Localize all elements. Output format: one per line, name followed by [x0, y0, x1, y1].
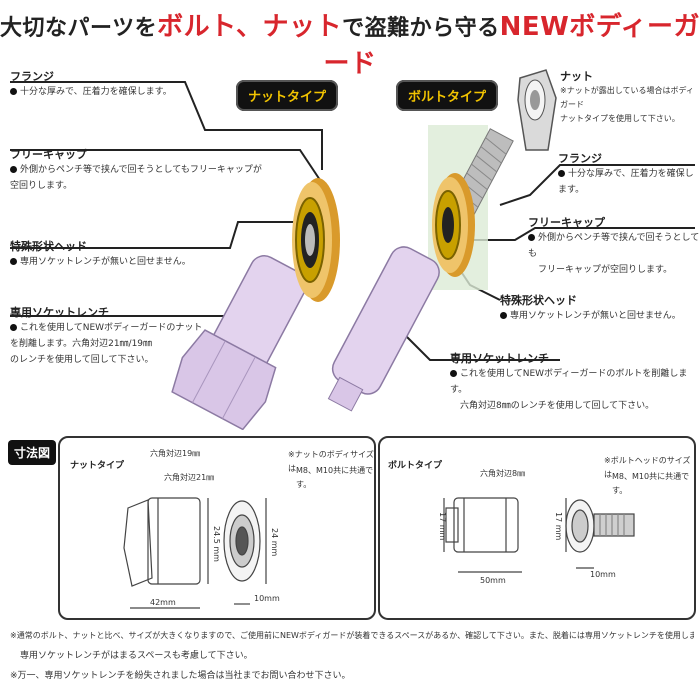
bolt-note-1: ※ボルトヘッドのサイズは [604, 456, 691, 479]
right-nut-title: ナット [560, 70, 593, 83]
bolt-width-1: 50mm [480, 576, 506, 585]
left-wrench-text3: のレンチを使用して回して下さい。 [10, 355, 154, 365]
right-freecap-text1: 外側からペンチ等で挟んで回そうとしても [528, 233, 700, 259]
footnote-line1: ※通常のボルト、ナットと比べ、サイズが大きくなりますので、ご使用前にNEWボディ… [10, 631, 694, 640]
bolt-wrench [327, 246, 440, 412]
headline-part2: ボルト、ナット [157, 12, 343, 42]
product-illustration [10, 69, 695, 430]
nut-hex-19: 六角対辺19㎜ [150, 449, 201, 458]
bullet-icon [10, 258, 17, 265]
bolt-note-2: M8、M10共に共通です。 [612, 472, 690, 495]
right-flange-callout: フランジ 十分な厚みで、圧着力を確保します。 [558, 150, 700, 198]
nut-cap [292, 178, 340, 302]
nut-height-2-value: 24 [270, 528, 279, 539]
nut-height-1: 24.5 mm [212, 526, 221, 562]
left-flange-title: フランジ [10, 70, 54, 83]
bullet-icon [10, 324, 17, 331]
bullet-icon [450, 370, 457, 377]
headline-part4: NEWボディーガード [323, 12, 700, 79]
bolt-height-2-unit: mm [554, 524, 563, 541]
nut-note-2: M8、M10共に共通です。 [296, 466, 374, 489]
headline-part1: 大切なパーツを [0, 16, 158, 41]
left-freecap-title: フリーキャップ [10, 148, 87, 161]
dimensions-section-label: 寸法図 [8, 440, 57, 465]
bullet-icon [500, 312, 507, 319]
left-flange-text: 十分な厚みで、圧着力を確保します。 [20, 87, 172, 97]
bullet-icon [528, 234, 535, 241]
left-leader-lines [10, 81, 323, 317]
nut-height-2: 24 mm [270, 528, 279, 556]
bolt-dimension-panel: ボルトタイプ 六角対辺8㎜ ※ボルトヘッドのサイズは M8、M10共に共通です。… [378, 436, 696, 620]
left-wrench-callout: 専用ソケットレンチ これを使用してNEWボディーガードのナット を削離します。六… [10, 304, 202, 368]
nut-panel-title: ナットタイプ [70, 461, 125, 471]
bolt-cap [432, 173, 475, 277]
right-freecap-text2: フリーキャップが空回りします。 [538, 265, 673, 275]
right-wrench-callout: 専用ソケットレンチ これを使用してNEWボディーガードのボルトを削離します。 六… [450, 350, 700, 414]
right-nut-callout: ナット ※ナットが露出している場合はボディガード ナットタイプを使用して下さい。 [560, 68, 700, 126]
right-head-callout: 特殊形状ヘッド 専用ソケットレンチが無いと回せません。 [500, 292, 681, 324]
nut-dimension-panel: ナットタイプ 六角対辺19㎜ 六角対辺21㎜ ※ナットのボディサイズは M8、M… [58, 436, 376, 620]
left-freecap-callout: フリーキャップ 外側からペンチ等で挟んで回そうとしてもフリーキャップが 空回りし… [10, 146, 262, 194]
bolt-height-2: 17 mm [554, 512, 563, 540]
bolt-dimension-drawing [443, 497, 635, 573]
bolt-width-2: 10mm [590, 570, 616, 579]
left-head-text: 専用ソケットレンチが無いと回せません。 [20, 257, 191, 267]
right-freecap-title: フリーキャップ [528, 216, 605, 229]
nut-hex-21: 六角対辺21㎜ [164, 473, 215, 482]
left-freecap-text2: 空回りします。 [10, 181, 73, 191]
bolt-panel-title: ボルトタイプ [388, 461, 443, 471]
bolt-height-1-unit: mm [438, 524, 447, 541]
right-freecap-callout: フリーキャップ 外側からペンチ等で挟んで回そうとしても フリーキャップが空回りし… [528, 214, 700, 278]
right-head-title: 特殊形状ヘッド [500, 294, 577, 307]
bolt-height-2-value: 17 [554, 512, 563, 523]
separate-nut [517, 69, 557, 151]
bullet-icon [558, 170, 565, 177]
right-flange-title: フランジ [558, 152, 602, 165]
headline: 大切なパーツをボルト、ナットで盗難から守るNEWボディーガード [0, 6, 700, 80]
left-head-callout: 特殊形状ヘッド 専用ソケットレンチが無いと回せません。 [10, 238, 191, 270]
bolt-hex: 六角対辺8㎜ [480, 469, 526, 478]
bolt-height-1-value: 17 [438, 512, 447, 523]
footnote-line2: 専用ソケットレンチがはまるスペースも考慮して下さい。 [20, 651, 253, 661]
bolt-type-pill: ボルトタイプ [396, 80, 499, 111]
right-flange-text: 十分な厚みで、圧着力を確保します。 [558, 169, 694, 195]
bullet-icon [10, 166, 17, 173]
footnotes: ※通常のボルト、ナットと比べ、サイズが大きくなりますので、ご使用前にNEWボディ… [10, 626, 694, 686]
left-head-title: 特殊形状ヘッド [10, 240, 87, 253]
right-head-text: 専用ソケットレンチが無いと回せません。 [510, 311, 681, 321]
footnote-line3: ※万一、専用ソケットレンチを紛失されました場合は当社までお問い合わせ下さい。 [10, 671, 351, 681]
nut-note-1: ※ナットのボディサイズは [288, 450, 374, 473]
left-flange-callout: フランジ 十分な厚みで、圧着力を確保します。 [10, 68, 172, 100]
right-nut-text1: ※ナットが露出している場合はボディガード [560, 86, 694, 109]
nut-height-1-unit: mm [212, 546, 221, 562]
right-wrench-text1: これを使用してNEWボディーガードのボルトを削離します。 [450, 369, 688, 395]
nut-width-1: 42mm [150, 598, 176, 607]
nut-dimension-drawing [123, 497, 267, 609]
left-wrench-title: 専用ソケットレンチ [10, 306, 109, 319]
nut-width-2: 10mm [254, 594, 280, 603]
left-wrench-text2: を削離します。六角対辺21㎜/19㎜ [10, 339, 153, 349]
right-wrench-text2: 六角対辺8㎜のレンチを使用して回して下さい。 [460, 401, 655, 411]
headline-part3: で盗難から守る [342, 16, 500, 41]
nut-height-1-value: 24.5 [212, 526, 221, 544]
nut-type-pill: ナットタイプ [236, 80, 339, 111]
nut-wrench [171, 255, 308, 430]
right-nut-text2: ナットタイプを使用して下さい。 [560, 114, 680, 123]
bullet-icon [10, 88, 17, 95]
bolt-height-1: 17 mm [438, 512, 447, 540]
nut-height-2-unit: mm [270, 540, 279, 557]
left-freecap-text1: 外側からペンチ等で挟んで回そうとしてもフリーキャップが [20, 165, 262, 175]
right-wrench-title: 専用ソケットレンチ [450, 352, 549, 365]
left-wrench-text1: これを使用してNEWボディーガードのナット [20, 323, 203, 333]
